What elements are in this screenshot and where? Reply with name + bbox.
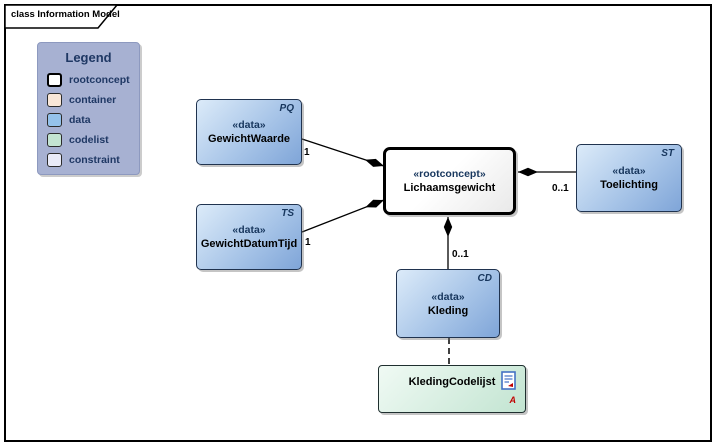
edge-gewichtwaarde-lichaamsgewicht[interactable] xyxy=(301,138,385,167)
legend-title: Legend xyxy=(65,50,112,65)
stereotype-label: «data» xyxy=(612,165,646,177)
stereotype-label: «data» xyxy=(431,290,465,303)
type-tag: ST xyxy=(661,148,674,159)
legend-item-label: container xyxy=(69,93,117,106)
class-node-kledingcodelijst[interactable]: KledingCodelijst A xyxy=(378,365,526,413)
legend-item-label: data xyxy=(69,113,91,126)
type-tag: CD xyxy=(477,273,492,284)
class-node-kleding[interactable]: CD «data» Kleding xyxy=(396,269,500,338)
multiplicity-label: 0..1 xyxy=(452,249,469,260)
legend-item-label: codelist xyxy=(69,133,109,146)
multiplicity-label: 1 xyxy=(305,237,311,248)
container-swatch-icon xyxy=(47,92,62,107)
rootconcept-swatch-icon xyxy=(47,72,62,87)
legend-item-codelist: codelist xyxy=(47,132,139,147)
class-name: Toelichting xyxy=(600,179,658,191)
legend-item-constraint: constraint xyxy=(47,152,139,167)
stereotype-label: «data» xyxy=(232,224,266,236)
stereotype-label: «data» xyxy=(232,119,266,131)
multiplicity-label: 1 xyxy=(304,147,310,158)
legend-panel[interactable]: Legend rootconcept container data codeli… xyxy=(37,42,140,175)
frame-title: class Information Model xyxy=(11,9,120,20)
multiplicity-label: 0..1 xyxy=(552,183,569,194)
data-swatch-icon xyxy=(47,112,62,127)
class-node-gewichtwaarde[interactable]: PQ «data» GewichtWaarde xyxy=(196,99,302,165)
class-node-gewichtdatumtijd[interactable]: TS «data» GewichtDatumTijd xyxy=(196,204,302,270)
legend-item-container: container xyxy=(47,92,139,107)
constraint-swatch-icon xyxy=(47,152,62,167)
class-node-toelichting[interactable]: ST «data» Toelichting xyxy=(576,144,682,212)
class-name: Lichaamsgewicht xyxy=(403,182,496,194)
class-name: GewichtWaarde xyxy=(207,133,291,145)
codelist-letter-badge: A xyxy=(509,395,517,405)
codelist-swatch-icon xyxy=(47,132,62,147)
stereotype-label: «rootconcept» xyxy=(413,168,486,180)
class-name: KledingCodelijst xyxy=(408,376,496,388)
class-name: Kleding xyxy=(427,304,469,317)
type-tag: TS xyxy=(281,208,294,219)
legend-item-rootconcept: rootconcept xyxy=(47,72,139,87)
class-name: GewichtDatumTijd xyxy=(200,238,298,250)
class-node-lichaamsgewicht[interactable]: «rootconcept» Lichaamsgewicht xyxy=(383,147,516,215)
type-tag: PQ xyxy=(279,103,294,114)
legend-item-data: data xyxy=(47,112,139,127)
frame-tab-shape xyxy=(4,4,119,29)
legend-item-label: rootconcept xyxy=(69,73,130,86)
legend-item-label: constraint xyxy=(69,153,120,166)
edge-gewichtdatumtijd-lichaamsgewicht[interactable] xyxy=(301,199,385,233)
document-icon xyxy=(501,371,516,395)
